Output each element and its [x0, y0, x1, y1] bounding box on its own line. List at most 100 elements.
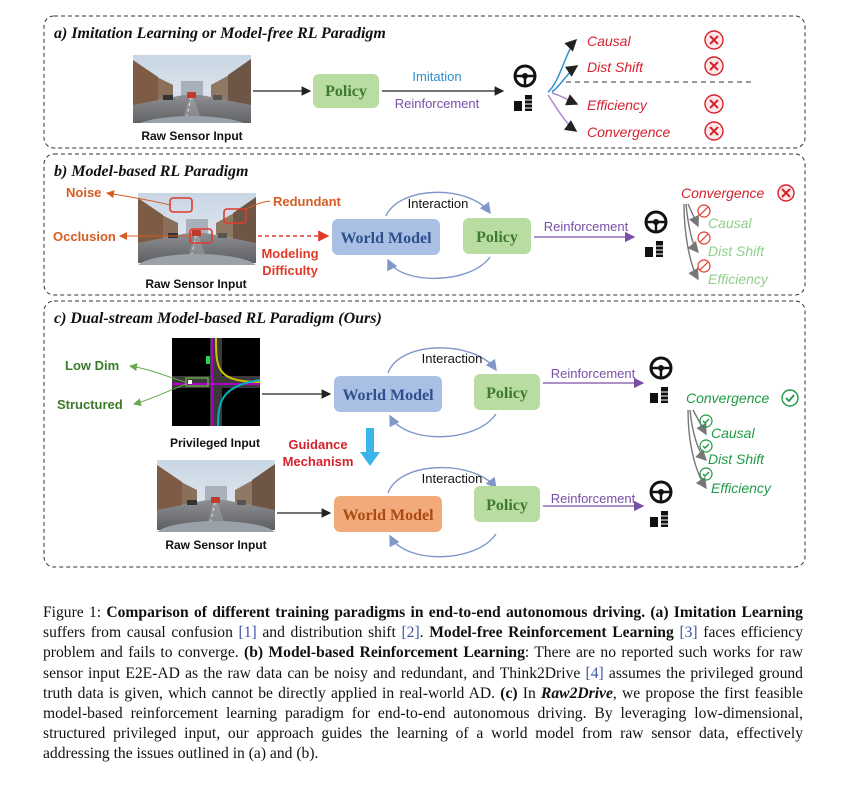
- issue-causal-a: Causal: [587, 33, 631, 49]
- structured-label: Structured: [57, 397, 123, 412]
- redundant-label: Redundant: [273, 194, 342, 209]
- cross-circle-icon: [697, 204, 711, 218]
- cross-circle-icon: [777, 184, 795, 202]
- raw-sensor-image-c: [157, 460, 275, 532]
- interaction-label-c2: Interaction: [422, 471, 483, 486]
- caption-mf-bold: Model-free Reinforcement Learning: [429, 624, 674, 642]
- raw-sensor-label-b: Raw Sensor Input: [145, 277, 246, 291]
- reinforcement-label-c2: Reinforcement: [551, 491, 636, 506]
- panel-c: c) Dual-stream Model-based RL Paradigm (…: [43, 300, 806, 568]
- figure-caption: Figure 1: Comparison of different traini…: [43, 603, 803, 765]
- panel-a: a) Imitation Learning or Model-free RL P…: [43, 15, 806, 149]
- issue-efficiency-a: Efficiency: [587, 97, 648, 113]
- pedal-icon: [650, 387, 668, 403]
- issue-dist-shift-b: Dist Shift: [708, 243, 765, 259]
- world-model-label-c2: World Model: [342, 507, 434, 524]
- panel-c-frame: [43, 300, 806, 568]
- issue-causal-c: Causal: [711, 425, 755, 441]
- issue-dist-shift-a: Dist Shift: [587, 59, 644, 75]
- citation-4[interactable]: [4]: [585, 664, 604, 682]
- issue-efficiency-c: Efficiency: [711, 480, 772, 496]
- cross-circle-icon: [697, 259, 711, 273]
- issue-causal-b: Causal: [708, 215, 752, 231]
- caption-a-bold: (a) Imitation Learning: [650, 604, 803, 621]
- caption-b-bold: (b) Model-based Reinforcement Learning: [244, 644, 525, 662]
- figure-diagram: a) Imitation Learning or Model-free RL P…: [43, 15, 806, 568]
- steering-wheel-icon: [649, 480, 673, 504]
- issue-dist-shift-c: Dist Shift: [708, 451, 765, 467]
- citation-1[interactable]: [1]: [238, 624, 257, 642]
- caption-title: Comparison of different training paradig…: [106, 604, 646, 621]
- citation-3[interactable]: [3]: [679, 624, 698, 642]
- issue-convergence-a: Convergence: [587, 124, 670, 140]
- caption-figure-label: Figure 1:: [43, 604, 102, 621]
- world-model-box-c1: [334, 376, 442, 412]
- policy-label-c1: Policy: [486, 385, 528, 402]
- guidance-label: Guidance: [288, 437, 347, 452]
- issue-efficiency-b: Efficiency: [708, 271, 769, 287]
- caption-c-text1: In: [517, 684, 541, 702]
- reinforcement-label-a: Reinforcement: [395, 96, 480, 111]
- caption-a-text1: suffers from causal confusion: [43, 624, 239, 642]
- interaction-label-b: Interaction: [408, 196, 469, 211]
- cross-circle-icon: [704, 30, 724, 50]
- cross-circle-icon: [704, 121, 724, 141]
- privileged-input-label: Privileged Input: [170, 436, 260, 450]
- steering-wheel-icon: [513, 64, 537, 88]
- caption-a-text3: .: [419, 624, 430, 642]
- low-dim-label: Low Dim: [65, 358, 119, 373]
- policy-box-b: [463, 218, 531, 254]
- occlusion-label: Occlusion: [53, 229, 116, 244]
- world-model-box-b: [332, 219, 440, 255]
- cross-circle-icon: [704, 94, 724, 114]
- policy-box-a: [313, 74, 379, 108]
- caption-mf-text: faces efficiency problem and fails to co…: [43, 624, 803, 662]
- reinforcement-label-b: Reinforcement: [544, 219, 629, 234]
- cross-circle-icon: [697, 231, 711, 245]
- pedal-icon: [645, 241, 663, 257]
- caption-b-text2: assumes the privileged ground truth data…: [43, 664, 803, 702]
- policy-box-c2: [474, 486, 540, 522]
- policy-box-c1: [474, 374, 540, 410]
- world-model-box-c2: [334, 496, 442, 532]
- pedal-icon: [514, 95, 532, 111]
- caption-a-text2: and distribution shift: [256, 624, 402, 642]
- caption-raw2drive: Raw2Drive: [540, 684, 613, 702]
- policy-label-a: Policy: [325, 83, 367, 100]
- panel-b-title: b) Model-based RL Paradigm: [54, 163, 249, 180]
- raw-sensor-label-c: Raw Sensor Input: [165, 538, 266, 552]
- panel-a-title: a) Imitation Learning or Model-free RL P…: [54, 25, 386, 42]
- world-model-label-b: World Model: [340, 230, 432, 247]
- difficulty-label: Difficulty: [262, 263, 318, 278]
- raw-sensor-image-b: [138, 193, 256, 265]
- imitation-label-a: Imitation: [412, 69, 461, 84]
- check-circle-icon: [781, 389, 799, 407]
- pedal-icon: [650, 511, 668, 527]
- convergence-label-c: Convergence: [686, 390, 769, 406]
- steering-wheel-icon: [649, 356, 673, 380]
- reinforcement-label-c1: Reinforcement: [551, 366, 636, 381]
- panel-c-title: c) Dual-stream Model-based RL Paradigm (…: [54, 310, 382, 327]
- guidance-arrow: [366, 428, 374, 452]
- panel-b: b) Model-based RL Paradigm Raw Sensor In…: [43, 153, 806, 296]
- panel-a-frame: [43, 15, 806, 149]
- noise-label: Noise: [66, 185, 101, 200]
- mechanism-label: Mechanism: [283, 454, 354, 469]
- privileged-input-image: [172, 337, 261, 427]
- cross-circle-icon: [704, 56, 724, 76]
- policy-label-b: Policy: [476, 229, 518, 246]
- check-circle-icon: [699, 414, 713, 428]
- raw-sensor-label-a: Raw Sensor Input: [141, 129, 242, 143]
- check-circle-icon: [699, 439, 713, 453]
- steering-wheel-icon: [644, 210, 668, 234]
- panel-b-frame: [43, 153, 806, 296]
- citation-2[interactable]: [2]: [401, 624, 420, 642]
- caption-b-text1: : There are no reported such works for r…: [43, 644, 803, 682]
- modeling-label: Modeling: [261, 246, 318, 261]
- world-model-label-c1: World Model: [342, 387, 434, 404]
- caption-c-bold: (c): [500, 684, 518, 702]
- convergence-label-b: Convergence: [681, 185, 764, 201]
- caption-c-text2: , we propose the first feasible model-ba…: [43, 684, 803, 763]
- check-circle-icon: [699, 467, 713, 481]
- interaction-label-c1: Interaction: [422, 351, 483, 366]
